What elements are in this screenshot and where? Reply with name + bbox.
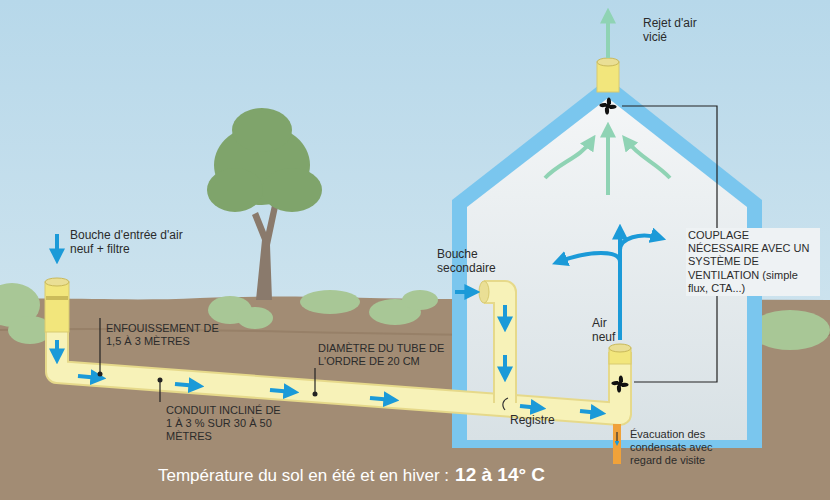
dimension-label: DIAMÈTRE DU TUBE DE L'ORDRE DE 20 CM [318,342,458,368]
part-label: Air neuf [592,316,632,345]
part-label: Évacuation des condensats avec regard de… [630,428,740,468]
dimension-label: CONDUIT INCLINÉ DE 1 À 3 % SUR 30 À 50 M… [166,404,281,444]
inlet-label: Bouche d'entrée d'air neuf + filtre [70,228,190,257]
part-label: Registre [510,413,570,427]
caption-text: Température du sol en été et en hiver : [158,466,449,486]
note-label: COUPLAGE NÉCESSAIRE AVEC UN SYSTÈME DE V… [686,228,820,296]
note-label: Rejet d'air vicié [643,16,723,45]
dimension-label: ENFOUISSEMENT DE 1,5 À 3 MÈTRES [106,322,226,348]
inlet-label: Bouche secondaire [437,247,509,276]
caption-value: 12 à 14° C [455,464,545,487]
